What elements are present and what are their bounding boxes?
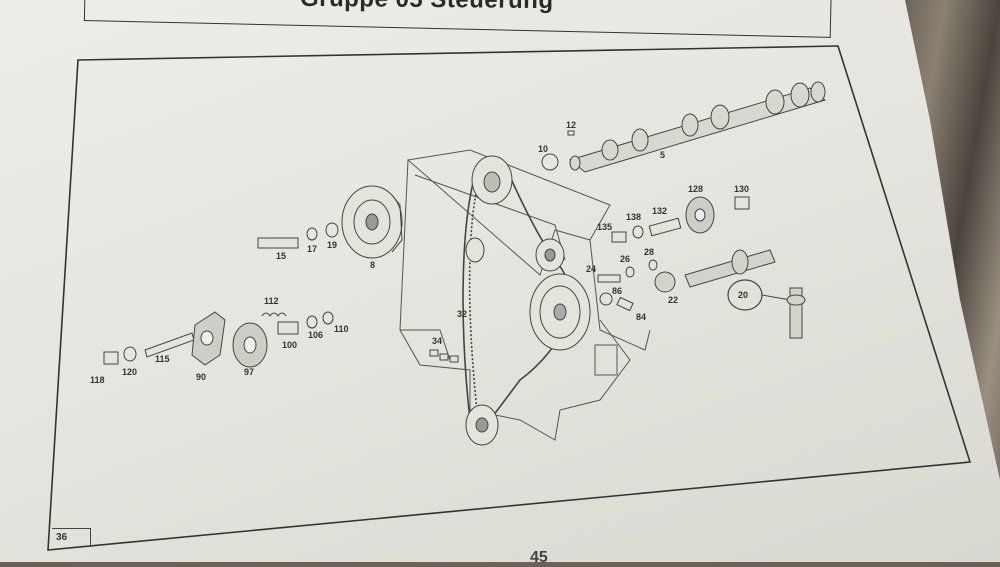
- bolt-84: [616, 296, 634, 312]
- label-part-8: 8: [370, 260, 375, 270]
- label-part-5: 5: [660, 150, 665, 160]
- shaft-132: [648, 217, 682, 237]
- engine-block: [399, 149, 651, 441]
- label-part-28: 28: [644, 247, 654, 257]
- page-number: 36: [56, 532, 68, 543]
- label-part-100: 100: [282, 340, 297, 350]
- washer-17: [306, 227, 318, 241]
- callout-leader: [761, 294, 791, 301]
- page-number-frame: [52, 528, 91, 547]
- bolt-24: [597, 274, 621, 283]
- label-part-32: 32: [457, 309, 467, 319]
- washer-86: [599, 292, 613, 306]
- washer-19: [325, 222, 339, 238]
- camshaft: [568, 81, 827, 173]
- label-part-12: 12: [566, 120, 576, 130]
- label-part-10: 10: [538, 144, 548, 154]
- label-part-128: 128: [688, 184, 703, 194]
- tensioner-sprocket: [232, 322, 268, 368]
- washer-120: [123, 346, 137, 362]
- bolt-135: [611, 231, 627, 243]
- label-part-86: 86: [612, 286, 622, 296]
- bushing-130: [734, 196, 750, 210]
- key-12: [567, 130, 575, 136]
- ring-28: [648, 259, 658, 271]
- crankshaft-pulley: [529, 273, 591, 351]
- label-part-118: 118: [90, 375, 105, 385]
- camshaft-sprocket: [471, 155, 513, 205]
- label-part-120: 120: [122, 367, 137, 377]
- label-part-84: 84: [636, 312, 646, 322]
- bolt-15: [257, 237, 299, 249]
- label-part-17: 17: [307, 244, 317, 254]
- washer-10: [541, 153, 559, 171]
- label-part-15: 15: [276, 251, 286, 261]
- label-part-110: 110: [334, 324, 349, 334]
- label-part-138: 138: [626, 212, 641, 222]
- label-part-19: 19: [327, 240, 337, 250]
- label-part-112: 112: [264, 296, 279, 306]
- label-part-34: 34: [432, 336, 442, 346]
- label-part-26: 26: [620, 254, 630, 264]
- intermediate-sprocket: [535, 238, 565, 272]
- label-part-135: 135: [597, 222, 612, 232]
- washer-26: [625, 266, 635, 278]
- label-part-115: 115: [155, 354, 170, 364]
- tensioner-pulley: [341, 185, 403, 259]
- label-part-22: 22: [668, 295, 678, 305]
- label-part-20: 20: [738, 290, 748, 300]
- label-part-24: 24: [586, 264, 596, 274]
- oil-pump-gear: [685, 196, 715, 234]
- washer-138: [632, 225, 644, 239]
- washer-110: [322, 311, 334, 325]
- tensioner-arm: [191, 311, 226, 366]
- distributor-shaft: [786, 287, 806, 339]
- spring-112: [261, 312, 287, 317]
- label-part-130: 130: [734, 184, 749, 194]
- label-part-132: 132: [652, 206, 667, 216]
- chain-links: [429, 349, 459, 363]
- bolt-118: [103, 351, 119, 365]
- washer-106: [306, 315, 318, 329]
- label-part-97: 97: [244, 367, 254, 377]
- next-page-number: 45: [530, 549, 548, 566]
- crankshaft-sprocket: [465, 404, 499, 446]
- diagram-frame: [47, 45, 972, 551]
- label-part-106: 106: [308, 330, 323, 340]
- drive-shaft: [654, 249, 776, 293]
- label-part-90: 90: [196, 372, 206, 382]
- guide-sprocket: [465, 237, 485, 263]
- bushing-100: [277, 321, 299, 335]
